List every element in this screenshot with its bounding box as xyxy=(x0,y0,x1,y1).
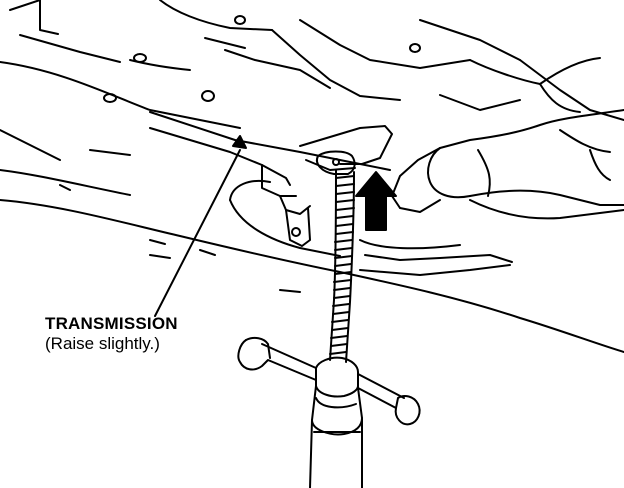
transmission-callout: TRANSMISSION (Raise slightly.) xyxy=(45,314,178,353)
raise-arrow-icon xyxy=(355,171,397,231)
jack-body xyxy=(237,336,421,488)
callout-leader-line xyxy=(154,135,247,317)
vehicle-underbody xyxy=(0,0,624,353)
callout-instruction: (Raise slightly.) xyxy=(45,333,160,353)
transmission-member xyxy=(149,111,513,293)
gloved-hand xyxy=(391,57,624,213)
jack-screw xyxy=(316,150,356,363)
callout-part-name: TRANSMISSION xyxy=(45,314,178,333)
